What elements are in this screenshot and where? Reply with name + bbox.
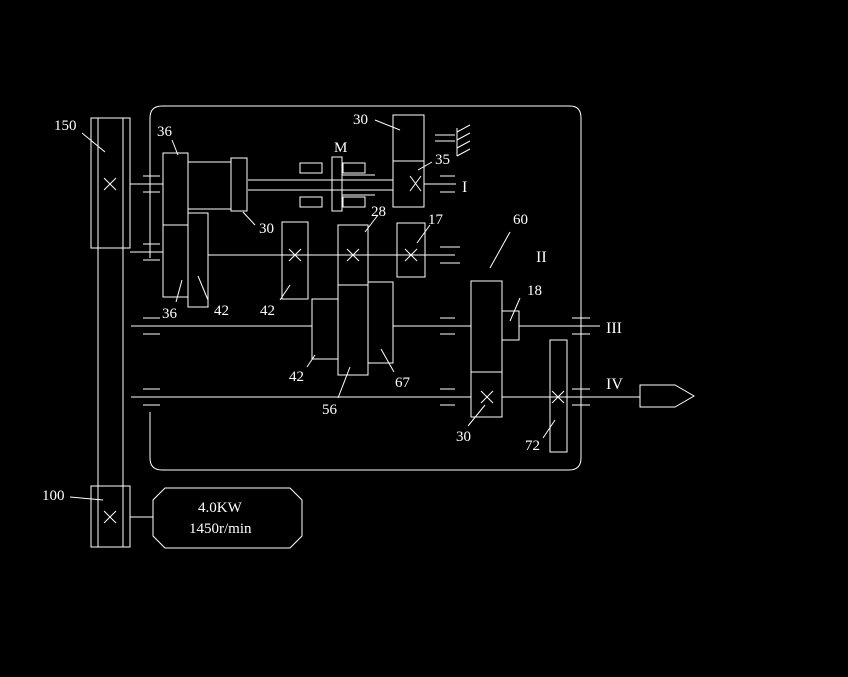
- gear-30-shaft: [230, 157, 248, 212]
- motor-body: [152, 487, 303, 549]
- label-150: 150: [54, 118, 77, 134]
- label-30-top: 30: [353, 112, 368, 128]
- gear-30-bottom: [470, 371, 503, 418]
- label-m: M: [334, 140, 347, 156]
- bearings: [143, 134, 590, 406]
- label-42-b: 42: [260, 303, 275, 319]
- gear-17: [396, 222, 426, 278]
- label-35: 35: [435, 152, 450, 168]
- pulley-150: [90, 117, 131, 249]
- spindle-tip: [639, 384, 695, 408]
- gears-shaft-3: [311, 280, 520, 376]
- label-42-c: 42: [289, 369, 304, 385]
- gear-42-b: [281, 221, 309, 300]
- label-17: 17: [428, 212, 444, 228]
- label-30-shaft: 30: [259, 221, 274, 237]
- gear-18: [501, 310, 520, 341]
- label-shaft-1: I: [462, 179, 467, 196]
- gears-shaft-4: [470, 339, 568, 453]
- gears-shaft-2: [281, 221, 426, 300]
- gear-42-c: [311, 298, 339, 360]
- motor-speed: 1450r/min: [189, 521, 252, 537]
- shafts: [130, 179, 640, 398]
- gear-35: [392, 160, 425, 208]
- label-28: 28: [371, 204, 386, 220]
- labels: 150 100 36 36 42 30 42 42 56 67 28 17 30…: [42, 112, 623, 537]
- gear-36-top: [162, 152, 189, 226]
- label-shaft-4: IV: [606, 376, 623, 393]
- gear-67: [367, 281, 394, 364]
- label-56: 56: [322, 402, 338, 418]
- gear-56: [337, 284, 369, 376]
- label-72: 72: [525, 438, 540, 454]
- gearbox-housing: [149, 105, 582, 471]
- gear-36-bottom: [162, 224, 189, 298]
- belt-drive: [90, 117, 131, 548]
- pulley-100-cross: [103, 510, 117, 524]
- clutch-m: [299, 156, 375, 212]
- gear-30-top: [392, 114, 425, 162]
- gear-42-a: [187, 212, 209, 308]
- label-100: 100: [42, 488, 65, 504]
- label-shaft-3: III: [606, 320, 622, 337]
- label-36-bottom: 36: [162, 306, 178, 322]
- motor-power: 4.0KW: [198, 500, 243, 516]
- label-60: 60: [513, 212, 528, 228]
- leader-lines: [69, 119, 556, 501]
- gear-60: [470, 280, 503, 373]
- label-67: 67: [395, 375, 411, 391]
- motor: [130, 487, 303, 549]
- pulley-150-cross: [103, 177, 117, 191]
- label-18: 18: [527, 283, 542, 299]
- label-36-top: 36: [157, 124, 173, 140]
- hub-drum: [187, 161, 232, 210]
- gear-72: [549, 339, 568, 453]
- label-42-a: 42: [214, 303, 229, 319]
- label-30-bottom: 30: [456, 429, 471, 445]
- label-shaft-2: II: [536, 249, 547, 266]
- gears-upper: [162, 114, 471, 308]
